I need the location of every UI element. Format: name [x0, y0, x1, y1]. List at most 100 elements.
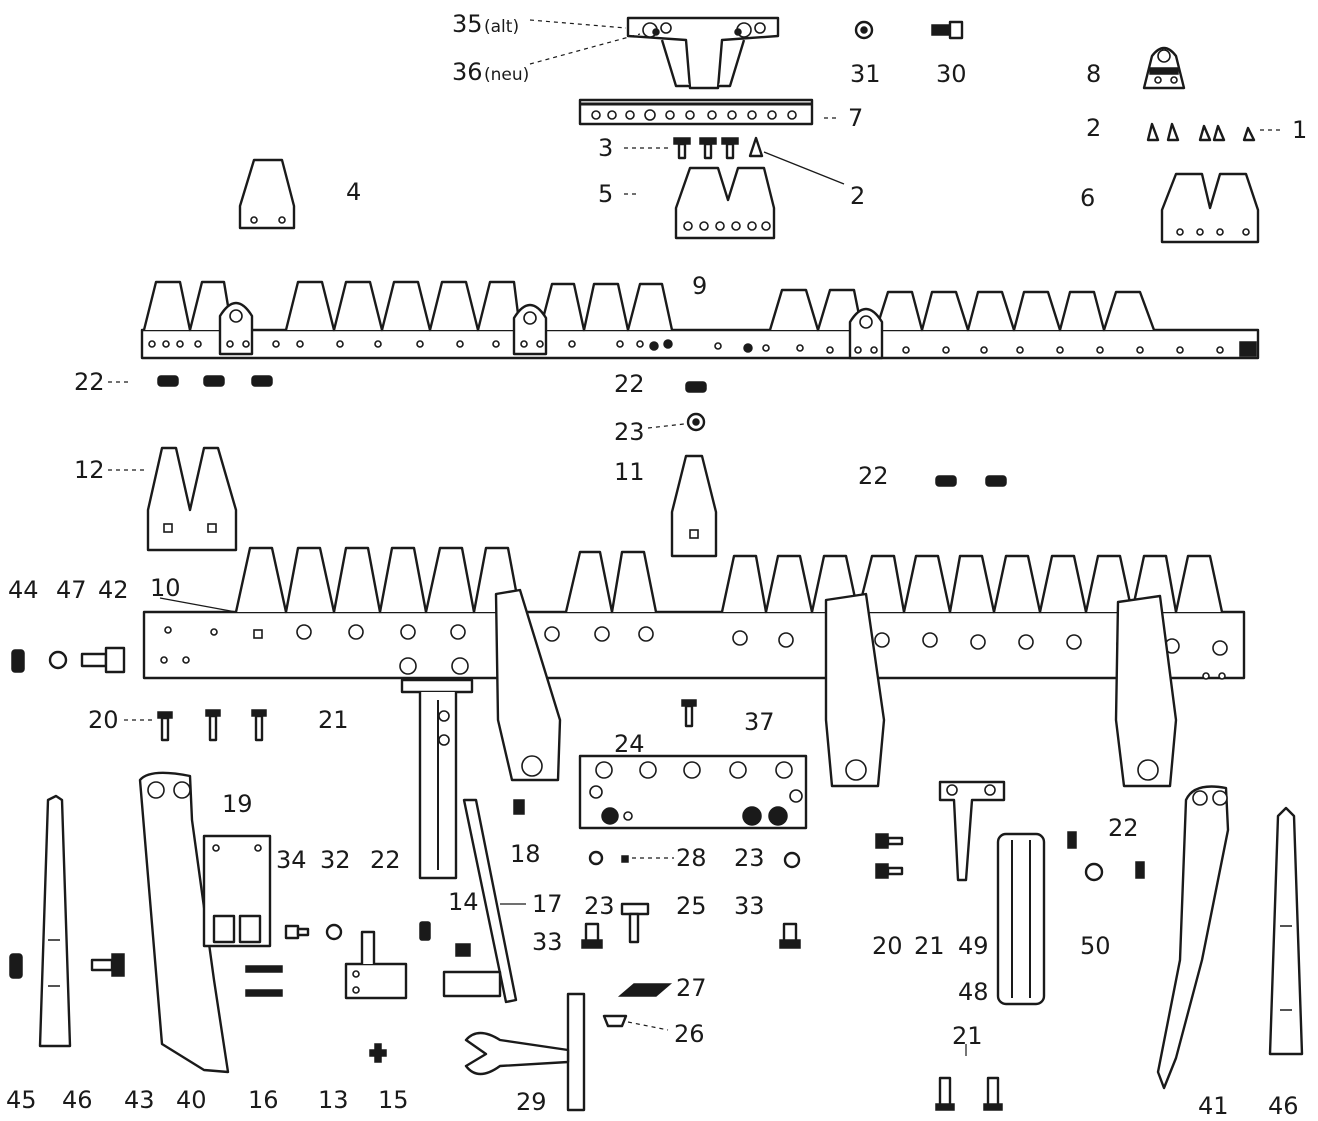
label-44: 44 — [8, 576, 39, 604]
label-36: 36 — [452, 58, 483, 86]
knife-drive-connector — [400, 678, 474, 880]
label-2-middle: 2 — [850, 182, 865, 210]
divider-rod-46-right — [1268, 806, 1304, 1056]
springs-16 — [245, 965, 283, 997]
label-50: 50 — [1080, 932, 1111, 960]
label-27: 27 — [676, 974, 707, 1002]
label-14: 14 — [448, 888, 479, 916]
label-16: 16 — [248, 1086, 279, 1114]
divider-rod-46-left — [38, 794, 72, 1048]
label-22-right: 22 — [858, 462, 889, 490]
wrench-29 — [464, 992, 586, 1112]
label-36-note: (neu) — [484, 65, 529, 85]
label-21-bottom: 21 — [952, 1022, 983, 1050]
knife-head-35-36 — [626, 16, 780, 90]
knife-section-5 — [674, 166, 776, 240]
bolts-3 — [673, 136, 764, 160]
label-2-right: 2 — [1086, 114, 1101, 142]
label-21-right: 21 — [914, 932, 945, 960]
bolts-21-bottom — [935, 1076, 1003, 1111]
nut-22-lowright — [1067, 831, 1077, 849]
label-41: 41 — [1198, 1092, 1229, 1120]
plate-19 — [202, 834, 272, 948]
knife-back-7 — [578, 98, 814, 126]
label-22-lowright: 22 — [1108, 814, 1139, 842]
nuts-22-left — [157, 375, 273, 387]
label-46-left: 46 — [62, 1086, 93, 1114]
label-35-note: (alt) — [484, 17, 519, 37]
bolt-14 — [455, 943, 471, 957]
label-45: 45 — [6, 1086, 37, 1114]
nut-50 — [1135, 861, 1145, 879]
washer-50 — [1084, 862, 1104, 882]
nut-22-center — [685, 381, 707, 393]
outer-shoe-40 — [138, 771, 230, 1074]
rod-17 — [442, 798, 518, 1004]
washer-23-low-left — [588, 850, 604, 866]
knife-clip-8 — [1142, 46, 1186, 90]
label-22-center: 22 — [614, 370, 645, 398]
knife-assembly-9 — [140, 280, 1260, 360]
label-7: 7 — [848, 104, 863, 132]
label-40: 40 — [176, 1086, 207, 1114]
label-29: 29 — [516, 1088, 547, 1116]
washer-23-low-right — [783, 851, 801, 869]
rivets-1-2 — [1146, 122, 1256, 142]
label-4: 4 — [346, 178, 361, 206]
wearing-plate-24 — [578, 754, 808, 830]
nut-26 — [602, 1014, 628, 1028]
label-10: 10 — [150, 574, 181, 602]
bolts-20-right — [875, 833, 904, 879]
label-1: 1 — [1292, 116, 1307, 144]
nut-44 — [11, 649, 25, 673]
label-23-low-left: 23 — [584, 892, 615, 920]
label-15: 15 — [378, 1086, 409, 1114]
bolt-42 — [80, 646, 126, 674]
knife-section-4 — [238, 158, 296, 230]
guard-12 — [146, 446, 238, 552]
screw-30 — [931, 20, 964, 40]
label-24: 24 — [614, 730, 645, 758]
nuts-22-right — [935, 475, 1007, 487]
washer-47 — [48, 650, 68, 670]
label-26: 26 — [674, 1020, 705, 1048]
bolt-33-right — [779, 922, 801, 949]
label-5: 5 — [598, 180, 613, 208]
cotter-pin-15 — [369, 1043, 387, 1063]
label-18: 18 — [510, 840, 541, 868]
label-23-center: 23 — [614, 418, 645, 446]
pin-28 — [621, 855, 629, 863]
label-13: 13 — [318, 1086, 349, 1114]
bracket-49 — [938, 780, 1006, 882]
label-46-right: 46 — [1268, 1092, 1299, 1120]
bolts-20-left — [157, 709, 267, 742]
bolt-left — [90, 953, 125, 977]
bolt-18 — [513, 799, 525, 815]
label-28: 28 — [676, 844, 707, 872]
screw-37 — [681, 699, 697, 728]
label-11: 11 — [614, 458, 645, 486]
nut-45 — [9, 953, 23, 979]
knife-section-6 — [1160, 172, 1260, 244]
label-22-low: 22 — [370, 846, 401, 874]
sleeve-48 — [996, 832, 1046, 1006]
wearing-plate-clips — [494, 588, 1178, 788]
label-23-low-right: 23 — [734, 844, 765, 872]
label-20-right: 20 — [872, 932, 903, 960]
outer-shoe-41 — [1156, 785, 1230, 1090]
label-35: 35 — [452, 10, 483, 38]
label-30: 30 — [936, 60, 967, 88]
label-3: 3 — [598, 134, 613, 162]
label-21-left: 21 — [318, 706, 349, 734]
nut-22-low — [419, 921, 431, 941]
label-49: 49 — [958, 932, 989, 960]
label-9: 9 — [692, 272, 707, 300]
label-25: 25 — [676, 892, 707, 920]
guard-11 — [670, 454, 718, 558]
label-31: 31 — [850, 60, 881, 88]
label-33-right: 33 — [734, 892, 765, 920]
bolt-33-left — [581, 922, 603, 949]
washer-32 — [325, 923, 343, 941]
label-43: 43 — [124, 1086, 155, 1114]
